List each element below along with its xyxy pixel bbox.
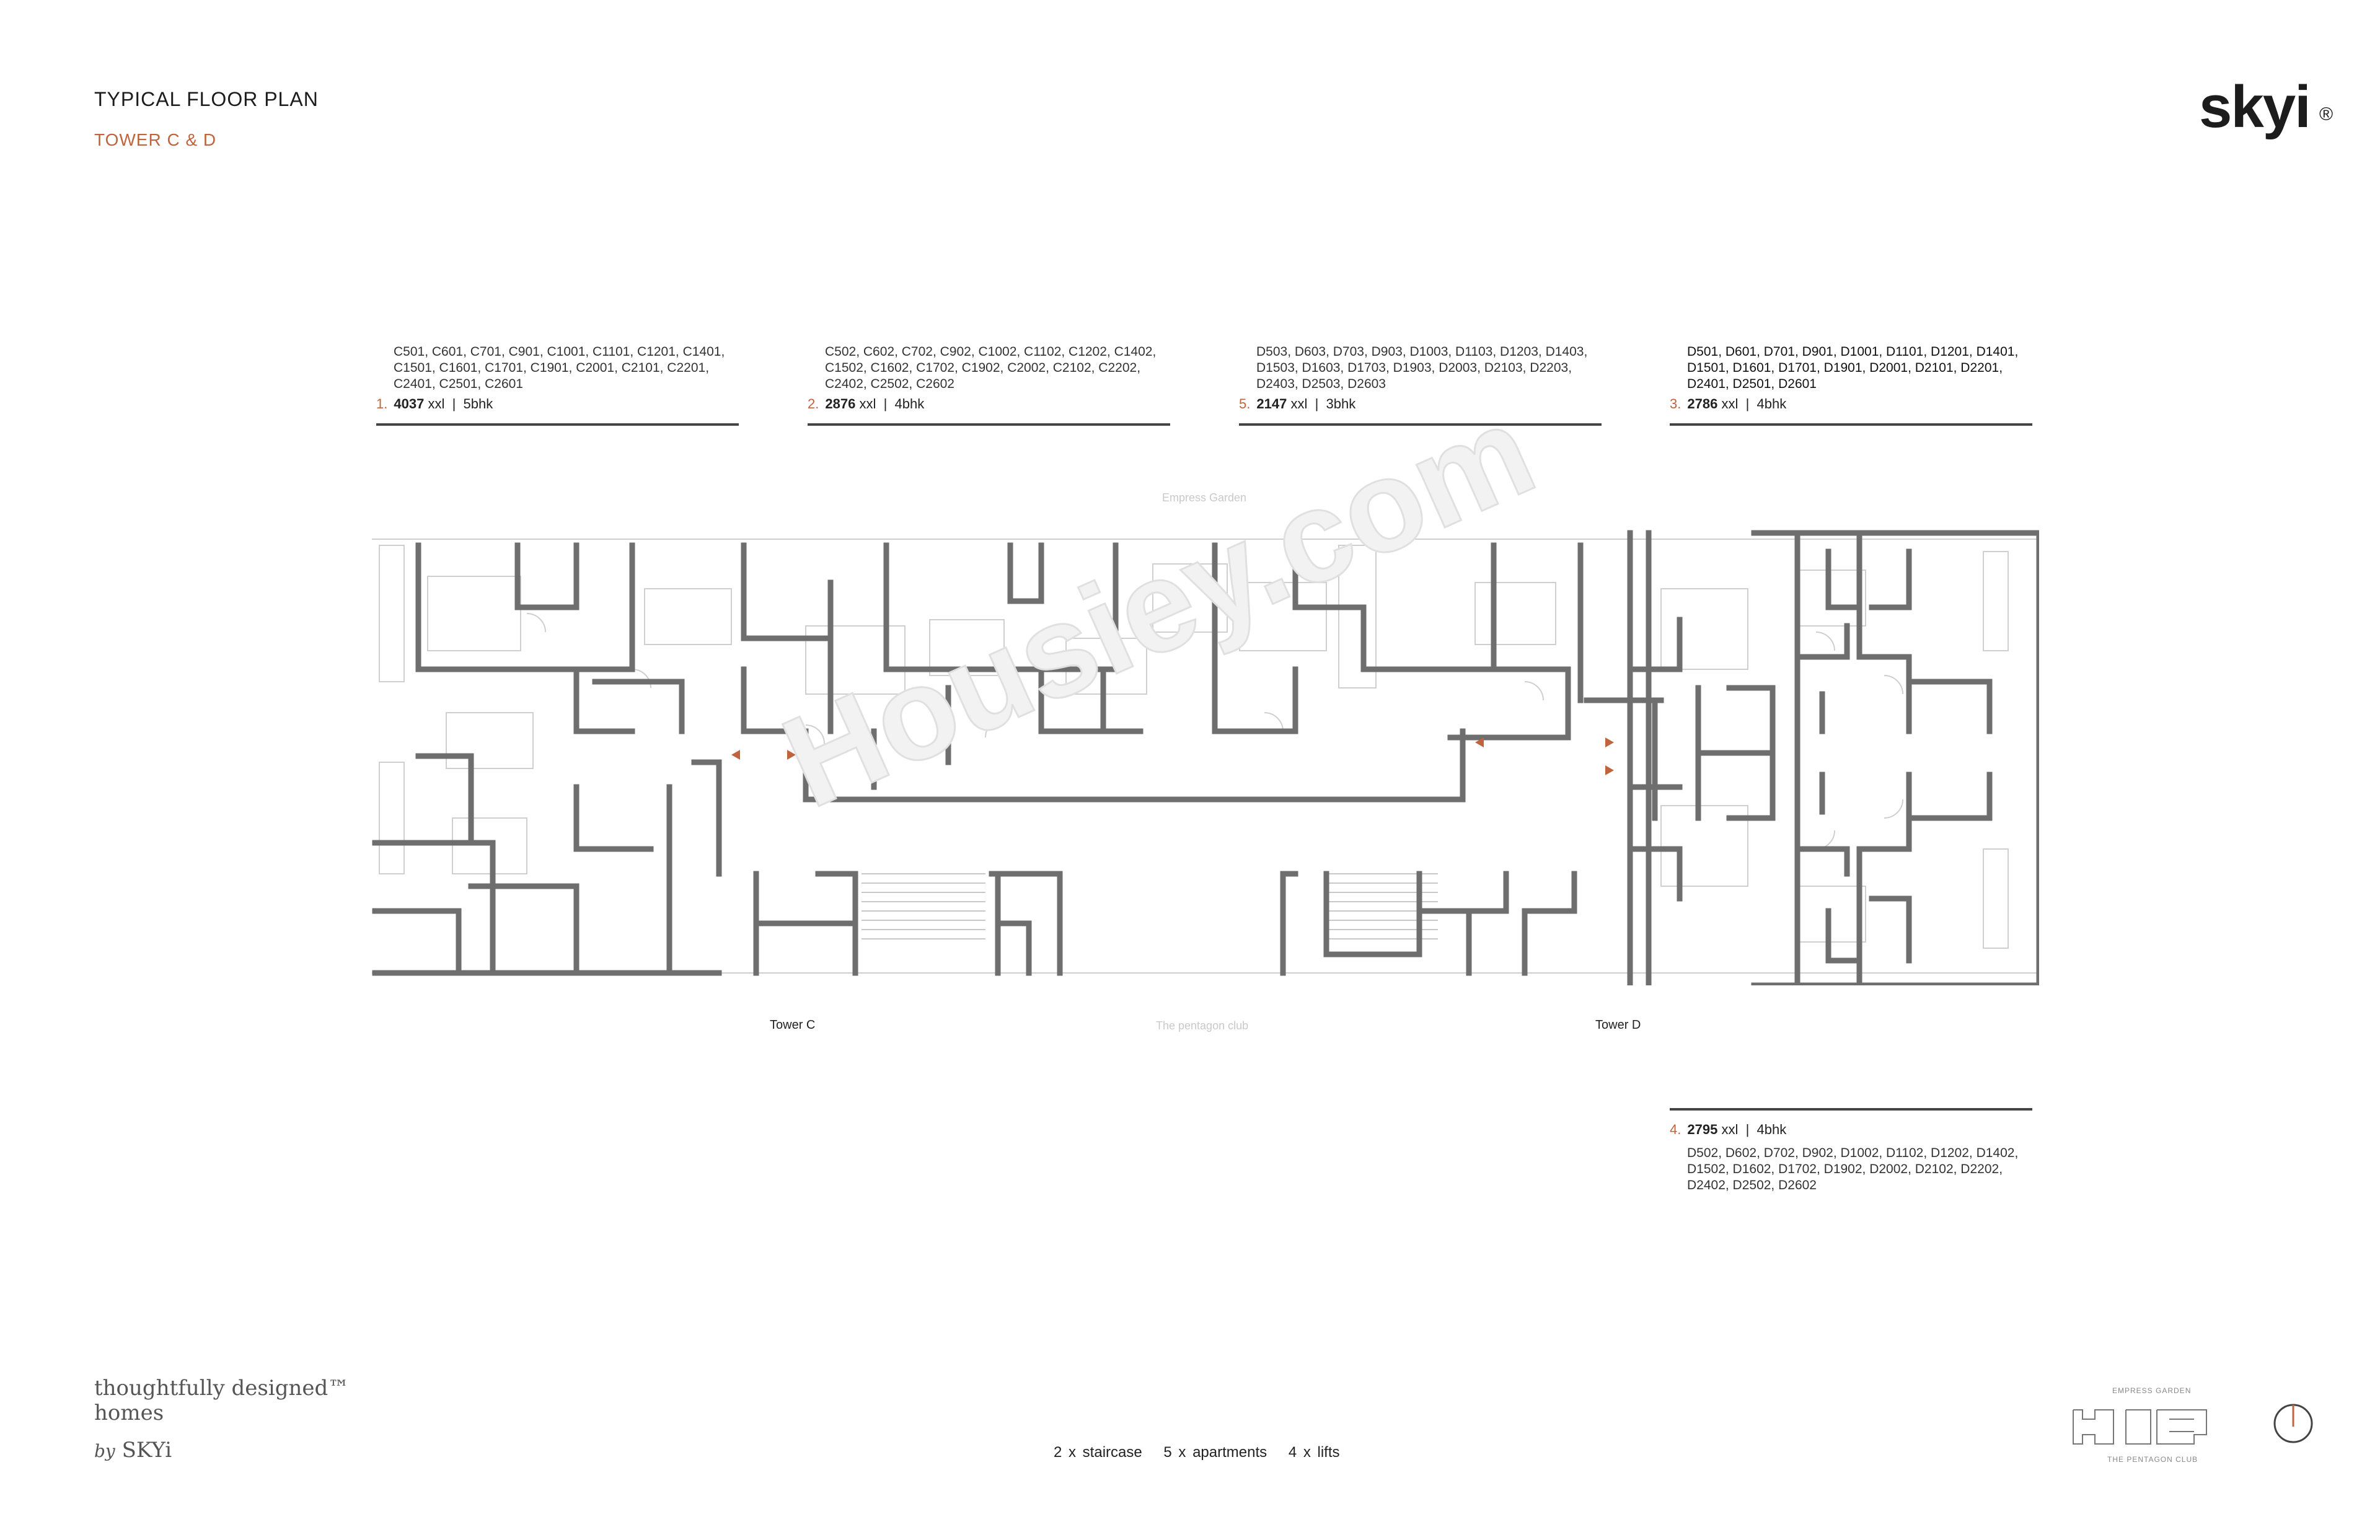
stat-apartments: 5 x apartments (1163, 1444, 1267, 1461)
unit-codes: C501, C601, C701, C901, C1001, C1101, C1… (394, 345, 725, 391)
unit-type: 5bhk (463, 396, 493, 411)
unit-info-2: C502, C602, C702, C902, C1002, C1102, C1… (808, 344, 1170, 426)
unit-stat: 4. 2795 xxl | 4bhk (1670, 1122, 2032, 1138)
brand-logo: skyi (2199, 74, 2311, 140)
pentagon-club-label: The pentagon club (1156, 1019, 1249, 1032)
stat-lifts: 4 x lifts (1288, 1444, 1340, 1461)
unit-size: xxl (428, 396, 445, 411)
unit-codes: D502, D602, D702, D902, D1002, D1102, D1… (1687, 1146, 2019, 1192)
north-compass-icon (2273, 1404, 2313, 1443)
byline-brand: SKYi (121, 1438, 172, 1463)
byline: by SKYi (94, 1438, 172, 1463)
walls (372, 530, 2039, 985)
unit-number: 2. (808, 396, 819, 411)
unit-type: 4bhk (1756, 396, 1787, 411)
unit-separator: | (1745, 1122, 1750, 1137)
unit-codes: D503, D603, D703, D903, D1003, D1103, D1… (1256, 345, 1588, 391)
unit-type: 3bhk (1326, 396, 1356, 411)
tagline-line-1: thoughtfully designed™ (94, 1376, 350, 1401)
unit-stat: 1. 4037 xxl | 5bhk (376, 396, 739, 412)
entrance-arrows (731, 737, 1614, 775)
tower-c-label: Tower C (770, 1018, 816, 1032)
unit-type: 4bhk (1756, 1122, 1787, 1137)
byline-by: by (94, 1441, 115, 1461)
tagline: thoughtfully designed™ homes (94, 1376, 349, 1425)
unit-divider (808, 423, 1170, 426)
unit-separator: | (883, 396, 888, 411)
unit-size: xxl (1721, 1122, 1739, 1137)
unit-info-5: D503, D603, D703, D903, D1003, D1103, D1… (1239, 344, 1602, 426)
unit-divider (376, 423, 739, 426)
unit-number: 3. (1670, 396, 1681, 411)
keyplan-top-label: EMPRESS GARDEN (2112, 1386, 2192, 1395)
page-title: TYPICAL FLOOR PLAN (94, 88, 319, 110)
unit-stat: 5. 2147 xxl | 3bhk (1239, 396, 1602, 412)
empress-garden-label: Empress Garden (1162, 491, 1247, 504)
registered-mark: ® (2319, 104, 2334, 125)
unit-separator: | (1315, 396, 1319, 411)
keyplan-bottom-label: THE PENTAGON CLUB (2107, 1455, 2198, 1464)
unit-divider (1670, 1108, 2032, 1111)
page-subtitle: TOWER C & D (94, 130, 217, 149)
unit-size: xxl (1290, 396, 1308, 411)
unit-codes: C502, C602, C702, C902, C1002, C1102, C1… (825, 345, 1157, 391)
unit-divider (1239, 423, 1602, 426)
unit-number: 1. (376, 396, 388, 411)
tagline-line-2: homes (94, 1401, 164, 1425)
unit-stat: 2. 2876 xxl | 4bhk (808, 396, 1170, 412)
tower-d-label: Tower D (1595, 1018, 1641, 1032)
unit-area: 2786 (1687, 396, 1718, 411)
unit-divider (1670, 423, 2032, 426)
unit-area: 4037 (394, 396, 425, 411)
floor-plan-drawing (372, 530, 2039, 985)
unit-info-1: C501, C601, C701, C901, C1001, C1101, C1… (376, 344, 739, 426)
floor-stats: 2 x staircase 5 x apartments 4 x lifts (1054, 1444, 1355, 1461)
unit-info-4: 4. 2795 xxl | 4bhk D502, D602, D702, D902… (1670, 1108, 2032, 1194)
unit-codes: D501, D601, D701, D901, D1001, D1101, D1… (1687, 345, 2019, 391)
unit-number: 5. (1239, 396, 1251, 411)
staircase-lines (862, 873, 1438, 939)
unit-number: 4. (1670, 1122, 1681, 1137)
unit-type: 4bhk (894, 396, 925, 411)
key-plan-icon (2073, 1409, 2207, 1445)
unit-info-3: D501, D601, D701, D901, D1001, D1101, D1… (1670, 344, 2032, 426)
unit-area: 2147 (1256, 396, 1287, 411)
stat-staircase: 2 x staircase (1054, 1444, 1142, 1461)
unit-separator: | (1745, 396, 1750, 411)
unit-area: 2795 (1687, 1122, 1718, 1137)
unit-area: 2876 (825, 396, 856, 411)
unit-stat: 3. 2786 xxl | 4bhk (1670, 396, 2032, 412)
unit-size: xxl (1721, 396, 1739, 411)
unit-size: xxl (859, 396, 876, 411)
unit-separator: | (452, 396, 456, 411)
